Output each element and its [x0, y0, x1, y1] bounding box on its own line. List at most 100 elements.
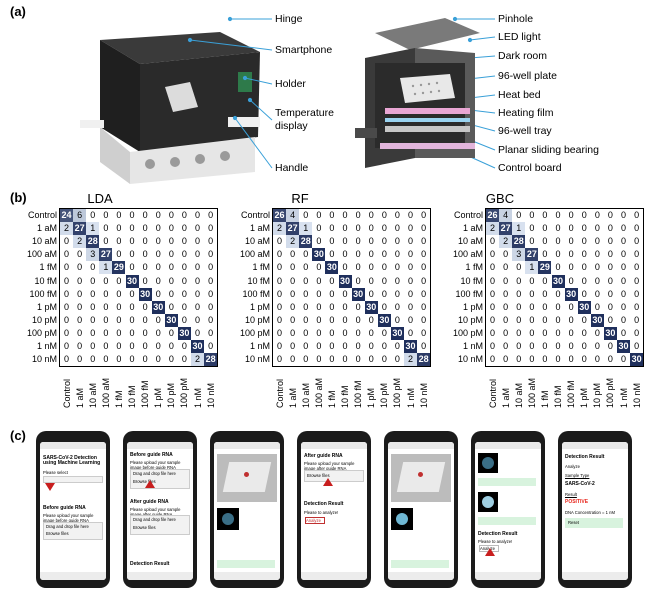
- cm-cell: 0: [390, 313, 404, 327]
- cm-cell: 0: [151, 313, 165, 327]
- cm-frame-rf: [271, 207, 431, 367]
- browse-files-button[interactable]: Browse files: [133, 479, 156, 484]
- reset-button[interactable]: Reset: [568, 520, 579, 525]
- cm-cell: 0: [590, 287, 604, 301]
- browse-files-button-2[interactable]: Browse files: [133, 525, 156, 530]
- cm-y-label: 10 aM: [244, 236, 270, 247]
- cm-cell: 0: [577, 222, 591, 236]
- cm-cell: 0: [577, 235, 591, 249]
- cm-cell: 0: [177, 222, 191, 236]
- cm-cell: 0: [86, 274, 100, 288]
- cm-cell: 0: [512, 274, 526, 288]
- dropzone[interactable]: [43, 522, 103, 540]
- cm-cell: 2: [60, 222, 74, 236]
- cm-cell: 0: [417, 209, 431, 223]
- cm-cell: 0: [364, 209, 378, 223]
- browse-files-button[interactable]: Browse files: [307, 473, 330, 478]
- cm-cell: 0: [204, 287, 218, 301]
- after-hint: Please upload your sample image after gu…: [130, 507, 181, 517]
- callout-hinge: Hinge: [275, 13, 303, 25]
- sample-select[interactable]: [43, 476, 103, 483]
- cm-y-label: 100 aM: [239, 249, 270, 260]
- cm-cell: 0: [312, 326, 326, 340]
- cm-x-label: 10 fM: [340, 385, 350, 409]
- dropzone[interactable]: [304, 470, 364, 482]
- cm-cell: 0: [404, 287, 418, 301]
- cm-cell: 0: [164, 261, 178, 275]
- cm-x-label: 100 fM: [353, 380, 364, 409]
- cm-cell: 0: [138, 248, 152, 262]
- analyze-button[interactable]: Analyze: [305, 517, 325, 524]
- cm-cell: 0: [564, 209, 578, 223]
- cm-cell: 0: [603, 340, 617, 354]
- cm-x-label: 1 fM: [113, 390, 124, 409]
- red-arrow-icon: [485, 548, 495, 556]
- cm-cell: 30: [590, 313, 604, 327]
- callout-display: display: [275, 120, 308, 132]
- cm-cell: 1: [512, 222, 526, 236]
- cm-cell: 0: [338, 248, 352, 262]
- cm-cell: 0: [417, 340, 431, 354]
- cm-cell: 0: [377, 340, 391, 354]
- cm-y-label: 10 nM: [31, 354, 57, 365]
- phone-7-screen: Detection Result Analyze Sample Type SAR…: [562, 442, 628, 580]
- cm-cell: 0: [486, 235, 500, 249]
- cm-cell: 0: [86, 326, 100, 340]
- cm-x-label: 1 pM: [153, 388, 164, 409]
- cm-x-label: 10 aM: [300, 383, 311, 409]
- browser-toolbar: [301, 572, 367, 580]
- cm-cell: 0: [164, 235, 178, 249]
- cm-cell: 0: [377, 222, 391, 236]
- cm-cell: 0: [499, 300, 513, 314]
- cm-cell: 0: [351, 235, 365, 249]
- cm-cell: 0: [630, 300, 644, 314]
- cm-cell: 0: [151, 340, 165, 354]
- cm-cell: 0: [338, 209, 352, 223]
- callout-heating-film: Heating film: [498, 107, 554, 119]
- cm-y-label: 10 aM: [457, 236, 483, 247]
- cm-cell: 0: [377, 287, 391, 301]
- cm-cell: 0: [525, 300, 539, 314]
- cm-cell: 30: [404, 340, 418, 354]
- cm-cell: 0: [364, 261, 378, 275]
- callout-planar-sliding-bearing: Planar sliding bearing: [498, 144, 599, 156]
- cm-cell: 0: [99, 222, 113, 236]
- cm-cell: 0: [577, 313, 591, 327]
- browse-files-button[interactable]: Browse files: [46, 531, 69, 536]
- result-value: POSITIVE: [565, 499, 589, 505]
- browser-bar: [127, 442, 193, 449]
- cm-cell: 0: [112, 222, 126, 236]
- browser-toolbar: [562, 572, 628, 580]
- cm-title-rf: RF: [291, 191, 309, 206]
- cm-cell: 0: [138, 300, 152, 314]
- cm-cell: 0: [99, 274, 113, 288]
- cm-frame-lda: [58, 207, 218, 367]
- cm-cell: 0: [273, 235, 287, 249]
- cm-cell: 0: [404, 313, 418, 327]
- cm-cell: 0: [164, 222, 178, 236]
- detection-heading: Detection Result: [130, 561, 170, 567]
- cm-cell: 0: [299, 313, 313, 327]
- cm-cell: 0: [551, 353, 565, 367]
- cm-cell: 0: [538, 353, 552, 367]
- red-arrow-icon: [323, 478, 333, 486]
- cm-cell: 0: [617, 222, 631, 236]
- cm-cell: 0: [86, 340, 100, 354]
- cm-x-label: 10 fM: [127, 385, 137, 409]
- cm-cell: 0: [325, 340, 339, 354]
- cm-cell: 0: [630, 340, 644, 354]
- cm-cell: 0: [112, 300, 126, 314]
- result-link[interactable]: Result: [565, 492, 577, 497]
- cm-x-label: 1 nM: [405, 388, 416, 409]
- dropzone-text: Drag and drop file here: [46, 524, 89, 529]
- dropzone-2[interactable]: [130, 515, 190, 535]
- device-cutaway-illustration: [355, 18, 480, 168]
- cm-cell: 30: [125, 274, 139, 288]
- cm-y-label: Control: [240, 210, 270, 220]
- cm-cell: 0: [577, 340, 591, 354]
- cm-cell: 0: [164, 300, 178, 314]
- cm-cell: 0: [417, 248, 431, 262]
- cm-cell: 26: [273, 209, 287, 223]
- cm-cell: 0: [177, 209, 191, 223]
- sample-type-link[interactable]: Sample Type: [565, 473, 590, 478]
